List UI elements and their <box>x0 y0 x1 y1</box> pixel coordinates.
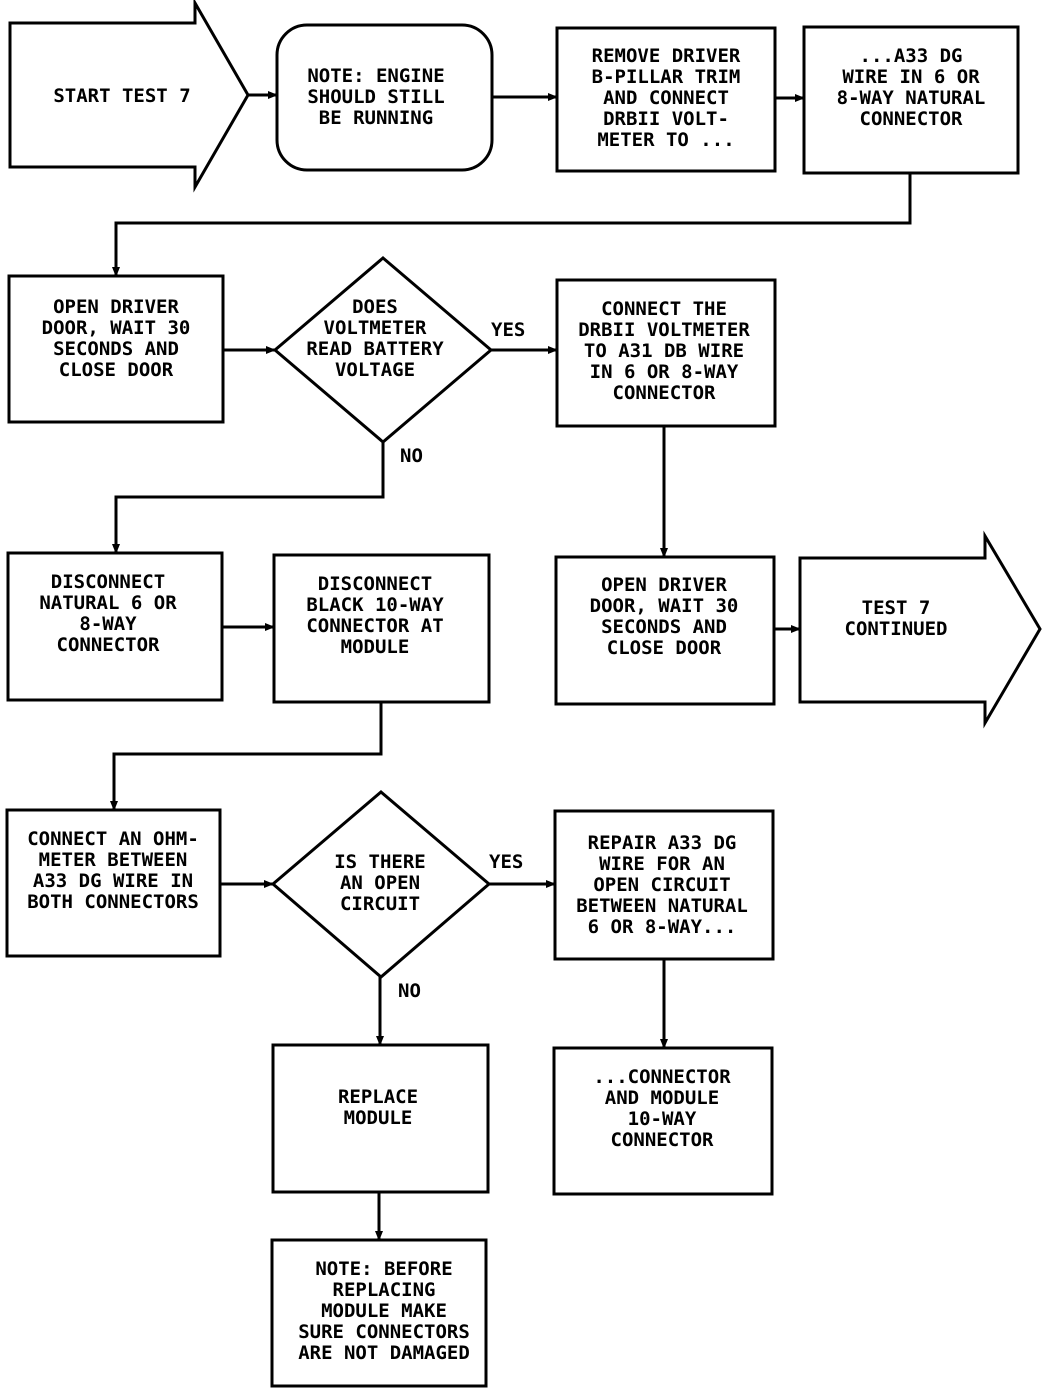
note-before-line: ARE NOT DAMAGED <box>298 1342 470 1364</box>
disconnect-black-shape <box>272 553 491 704</box>
note-before-line: MODULE MAKE <box>321 1300 447 1322</box>
disc-black-line: CONNECTOR AT <box>306 615 443 637</box>
note-before-line: REPLACING <box>333 1279 436 1301</box>
conn-module-line: CONNECTOR <box>611 1129 715 1151</box>
open-door-1-line: DOOR, WAIT 30 <box>42 317 191 339</box>
disc-black-line: BLACK 10-WAY <box>306 594 444 616</box>
ohmmeter-line: A33 DG WIRE IN <box>33 870 193 892</box>
note-engine-line: SHOULD STILL <box>307 86 444 108</box>
repair-shape <box>553 809 775 961</box>
remove-trim-line: DRBII VOLT- <box>603 108 729 130</box>
connect-a31-line: CONNECTOR <box>613 382 717 404</box>
start-line: START TEST 7 <box>53 85 190 107</box>
connect-a31-line: IN 6 OR 8-WAY <box>590 361 739 383</box>
note-before-line: SURE CONNECTORS <box>298 1321 470 1343</box>
open-door-1-line: CLOSE DOOR <box>59 359 174 381</box>
conn-module-line: 10-WAY <box>628 1108 697 1130</box>
open-door-1-line: OPEN DRIVER <box>53 296 179 318</box>
note-before-line: NOTE: BEFORE <box>315 1258 452 1280</box>
disc-natural-line: 8-WAY <box>79 613 137 635</box>
edge-a33-to-open-door-1 <box>112 173 912 277</box>
disc-natural-line: CONNECTOR <box>57 634 161 656</box>
note-engine-line: BE RUNNING <box>319 107 433 129</box>
edge-question-no <box>112 442 385 554</box>
open-door-2-line: DOOR, WAIT 30 <box>590 595 739 617</box>
disc-black-line: DISCONNECT <box>318 573 432 595</box>
a33-wire-line: ...A33 DG <box>860 45 963 67</box>
replace-line: MODULE <box>344 1107 413 1129</box>
open-q-line: IS THERE <box>334 851 426 873</box>
replace-line: REPLACE <box>338 1086 418 1108</box>
ohmmeter-line: CONNECT AN OHM- <box>27 828 199 850</box>
label-open-yes: YES <box>489 851 523 873</box>
label-open-no: NO <box>398 980 421 1002</box>
edge-black-to-ohmmeter <box>110 702 383 811</box>
open-door-1-line: SECONDS AND <box>53 338 179 360</box>
label-voltage-yes: YES <box>491 319 525 341</box>
voltmeter-q-line: READ BATTERY <box>306 338 444 360</box>
connect-a31-line: TO A31 DB WIRE <box>584 340 744 362</box>
note-engine-line: NOTE: ENGINE <box>307 65 444 87</box>
ohmmeter-line: METER BETWEEN <box>39 849 188 871</box>
start-arrow-shape <box>8 0 250 193</box>
repair-line: REPAIR A33 DG <box>588 832 737 854</box>
conn-module-line: AND MODULE <box>605 1087 719 1109</box>
disc-black-line: MODULE <box>341 636 410 658</box>
open-door-1-shape <box>7 274 225 424</box>
ohmmeter-line: BOTH CONNECTORS <box>27 891 199 913</box>
note-before-shape <box>270 1238 488 1388</box>
remove-trim-line: METER TO ... <box>597 129 734 151</box>
voltmeter-q-line: DOES <box>352 296 398 318</box>
label-voltage-no: NO <box>400 445 423 467</box>
open-q-line: CIRCUIT <box>340 893 420 915</box>
a33-wire-shape <box>802 25 1020 175</box>
connect-a31-line: DRBII VOLTMETER <box>578 319 750 341</box>
open-q-line: AN OPEN <box>340 872 420 894</box>
repair-line: BETWEEN NATURAL <box>576 895 748 917</box>
continued-line: CONTINUED <box>845 618 948 640</box>
remove-trim-line: REMOVE DRIVER <box>592 45 741 67</box>
voltmeter-q-line: VOLTMETER <box>324 317 428 339</box>
continued-line: TEST 7 <box>862 597 931 619</box>
disconnect-natural-shape <box>6 551 224 702</box>
voltmeter-q-line: VOLTAGE <box>335 359 415 381</box>
disc-natural-line: DISCONNECT <box>51 571 165 593</box>
open-door-2-line: CLOSE DOOR <box>607 637 722 659</box>
conn-module-line: ...CONNECTOR <box>593 1066 731 1088</box>
connect-a31-line: CONNECT THE <box>601 298 727 320</box>
start-label: START TEST 7 <box>53 85 190 107</box>
a33-wire-line: 8-WAY NATURAL <box>837 87 986 109</box>
repair-line: 6 OR 8-WAY... <box>588 916 737 938</box>
open-door-2-line: SECONDS AND <box>601 616 727 638</box>
open-door-2-line: OPEN DRIVER <box>601 574 727 596</box>
remove-trim-line: B-PILLAR TRIM <box>592 66 741 88</box>
disc-natural-line: NATURAL 6 OR <box>39 592 177 614</box>
repair-line: WIRE FOR AN <box>599 853 725 875</box>
repair-line: OPEN CIRCUIT <box>593 874 730 896</box>
a33-wire-line: WIRE IN 6 OR <box>842 66 980 88</box>
remove-trim-shape <box>555 26 777 173</box>
a33-wire-line: CONNECTOR <box>860 108 964 130</box>
continued-arrow-shape <box>798 530 1042 729</box>
remove-trim-line: AND CONNECT <box>603 87 729 109</box>
